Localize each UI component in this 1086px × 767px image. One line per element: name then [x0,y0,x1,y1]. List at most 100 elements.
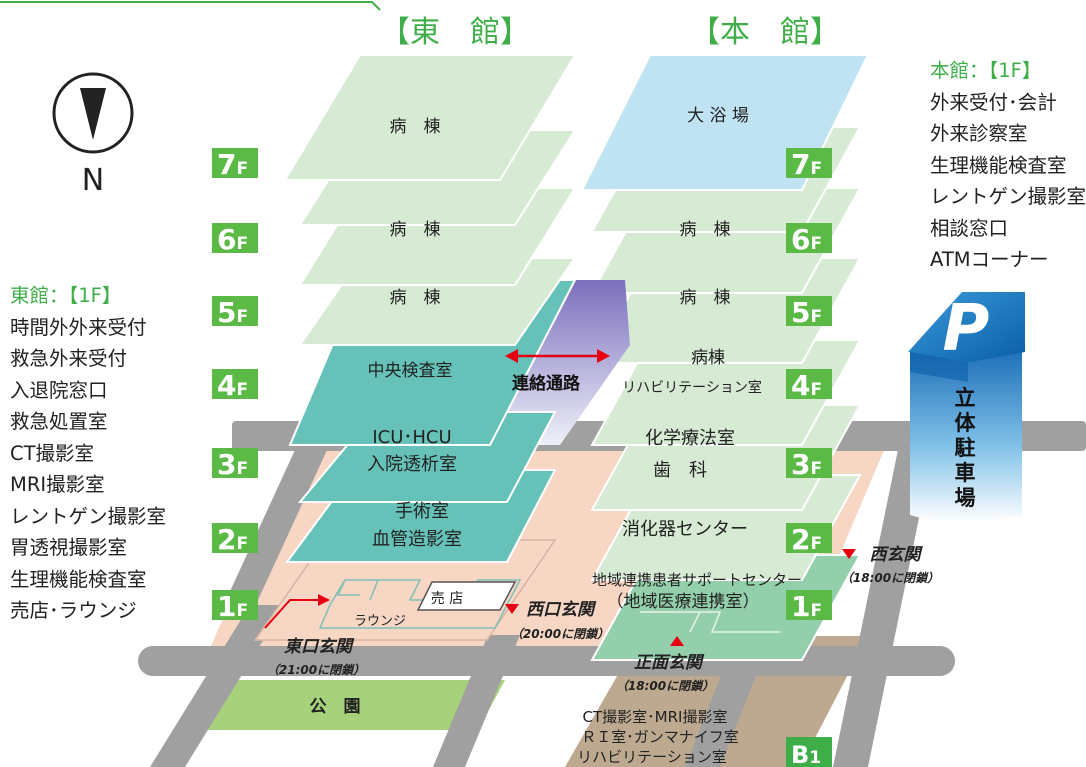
east-3f-label-2: 入院透析室 [367,454,457,475]
main-floor-badge-f5: 5F [786,296,832,329]
east-building [253,54,577,641]
corridor-block [490,280,630,445]
svg-text:6F: 6F [217,223,248,256]
list-item: 相談窓口 [930,216,1009,240]
east-2f-label-1: 手術室 [395,501,449,522]
east-2f-label-2: 血管造影室 [372,529,462,550]
main-1f-list-heading: 本館：【1F】 [930,59,1042,82]
svg-text:B1: B1 [791,741,821,767]
svg-text:6F: 6F [791,223,822,256]
main-2f-label: 消化器センター [622,519,748,540]
park-label: 公 園 [310,697,361,717]
parking-label-char: 駐 [955,436,976,460]
front-entrance-marker-icon [670,636,684,646]
east-floor-badge-f2: 2F [212,523,258,556]
corridor-arrow [505,349,610,363]
main-building [580,54,870,661]
east-1f-list-heading: 東館：【1F】 [10,284,122,307]
svg-text:4F: 4F [217,369,248,402]
compass-label: N [82,163,104,198]
main-floor-badge-f3: 3F [786,448,832,481]
svg-text:5F: 5F [217,296,248,329]
parking-label-char: 場 [955,486,976,510]
west-center-entrance-marker-icon [505,604,519,614]
svg-text:2F: 2F [217,523,248,556]
front-entrance-name: 正面玄関 [634,653,705,673]
list-item: 救急処置室 [10,410,108,433]
parking-label-char: 車 [955,461,976,485]
list-item: 救急外来受付 [10,347,128,370]
east-7f-label: 病 棟 [390,117,441,137]
main-5f-label: 病 棟 [680,288,731,308]
svg-text:1F: 1F [791,590,822,623]
west-entrance-hours: （18:00に閉鎖） [841,571,939,585]
east-1f-lounge-label: ラウンジ [354,614,406,629]
west-center-entrance-hours: （20:00に閉鎖） [511,627,609,641]
list-item: レントゲン撮影室 [930,185,1086,208]
east-1f-shop [416,581,517,611]
east-floor-badge-f1: 1F [212,590,258,623]
main-b1-label-2: ＲＩ室･ガンマナイフ室 [581,728,739,746]
main-4f-label-1: 病棟 [691,348,725,368]
svg-text:5F: 5F [791,296,822,329]
parking-tower [908,292,1025,523]
east-entrance-arrowhead-icon [318,594,330,606]
list-item: 入退院窓口 [10,378,108,402]
main-7f-label: 大 浴 場 [687,106,749,126]
main-floor-badge-f1: 1F [786,590,832,623]
list-item: レントゲン撮影室 [10,504,167,528]
main-6f-label: 病 棟 [680,220,731,240]
east-entrance-arrow-icon [264,599,320,629]
east-1f-shop-label: 売 店 [431,591,463,607]
park-area [202,680,505,730]
front-entrance-hours: （18:00に閉鎖） [616,679,714,693]
main-floor-badge-b1: B1 [786,737,832,767]
main-floor-badge-f2: 2F [786,523,832,556]
list-item: 生理機能検査室 [930,153,1067,177]
east-floor-badge-f4: 4F [212,369,258,402]
east-6f-label: 病 棟 [390,220,441,240]
east-3f-label-1: ICU･HCU [372,427,451,448]
east-entrance-hours: （21:00に閉鎖） [267,663,365,677]
main-1f-label-1: 地域連携患者サポートセンター [592,571,802,589]
main-floor-badge-f4: 4F [786,369,832,402]
list-item: 生理機能検査室 [10,567,147,591]
east-floor-badge-f6: 6F [212,223,258,256]
list-item: 売店･ラウンジ [10,599,137,622]
main-b1-label-1: CT撮影室･MRI撮影室 [583,708,728,726]
main-1f-outline [640,611,780,633]
main-1f-list: 本館：【1F】 外来受付･会計 外来診察室 生理機能検査室 レントゲン撮影室 相… [930,55,1086,276]
east-floor-badge-f3: 3F [212,448,258,481]
main-4f-label-2: リハビリテーション室 [622,379,762,396]
svg-text:7F: 7F [791,148,822,181]
svg-text:2F: 2F [791,523,822,556]
parking-label-char: 立 [955,386,976,410]
list-item: MRI撮影室 [10,473,105,496]
west-entrance-marker-icon [842,549,856,559]
svg-text:3F: 3F [217,448,248,481]
west-entrance-name: 西玄関 [870,545,924,565]
main-floor-badge-f6: 6F [786,223,832,256]
east-5f-label: 病 棟 [390,288,441,308]
header-accent-line [0,1,381,11]
east-7f [283,54,577,181]
svg-text:1F: 1F [217,590,248,623]
east-floor-badge-f7: 7F [212,148,258,181]
west-center-entrance-name: 西口玄関 [526,600,597,620]
east-4f-label: 中央検査室 [368,361,453,381]
main-3f-label-2: 歯 科 [653,460,707,481]
parking-icon: P [943,292,990,366]
svg-text:7F: 7F [217,148,248,181]
east-entrance-name: 東口玄関 [284,637,355,657]
list-item: ATMコーナー [930,248,1049,271]
list-item: 外来受付･会計 [930,90,1057,114]
east-building-title: 【東 館】 [380,15,530,50]
svg-text:3F: 3F [791,448,822,481]
list-item: 外来診察室 [930,122,1028,145]
main-3f-label-1: 化学療法室 [645,428,735,449]
main-b1-label-3: リハビリテーション室 [577,748,727,766]
list-item: 胃透視撮影室 [10,536,128,559]
main-floor-badge-f7: 7F [786,148,832,181]
floor-badges: 7F 6F 5F 4F 3F 2F 1F 7F 6F 5F 4F 3F 2F 1F B1 [212,148,832,767]
